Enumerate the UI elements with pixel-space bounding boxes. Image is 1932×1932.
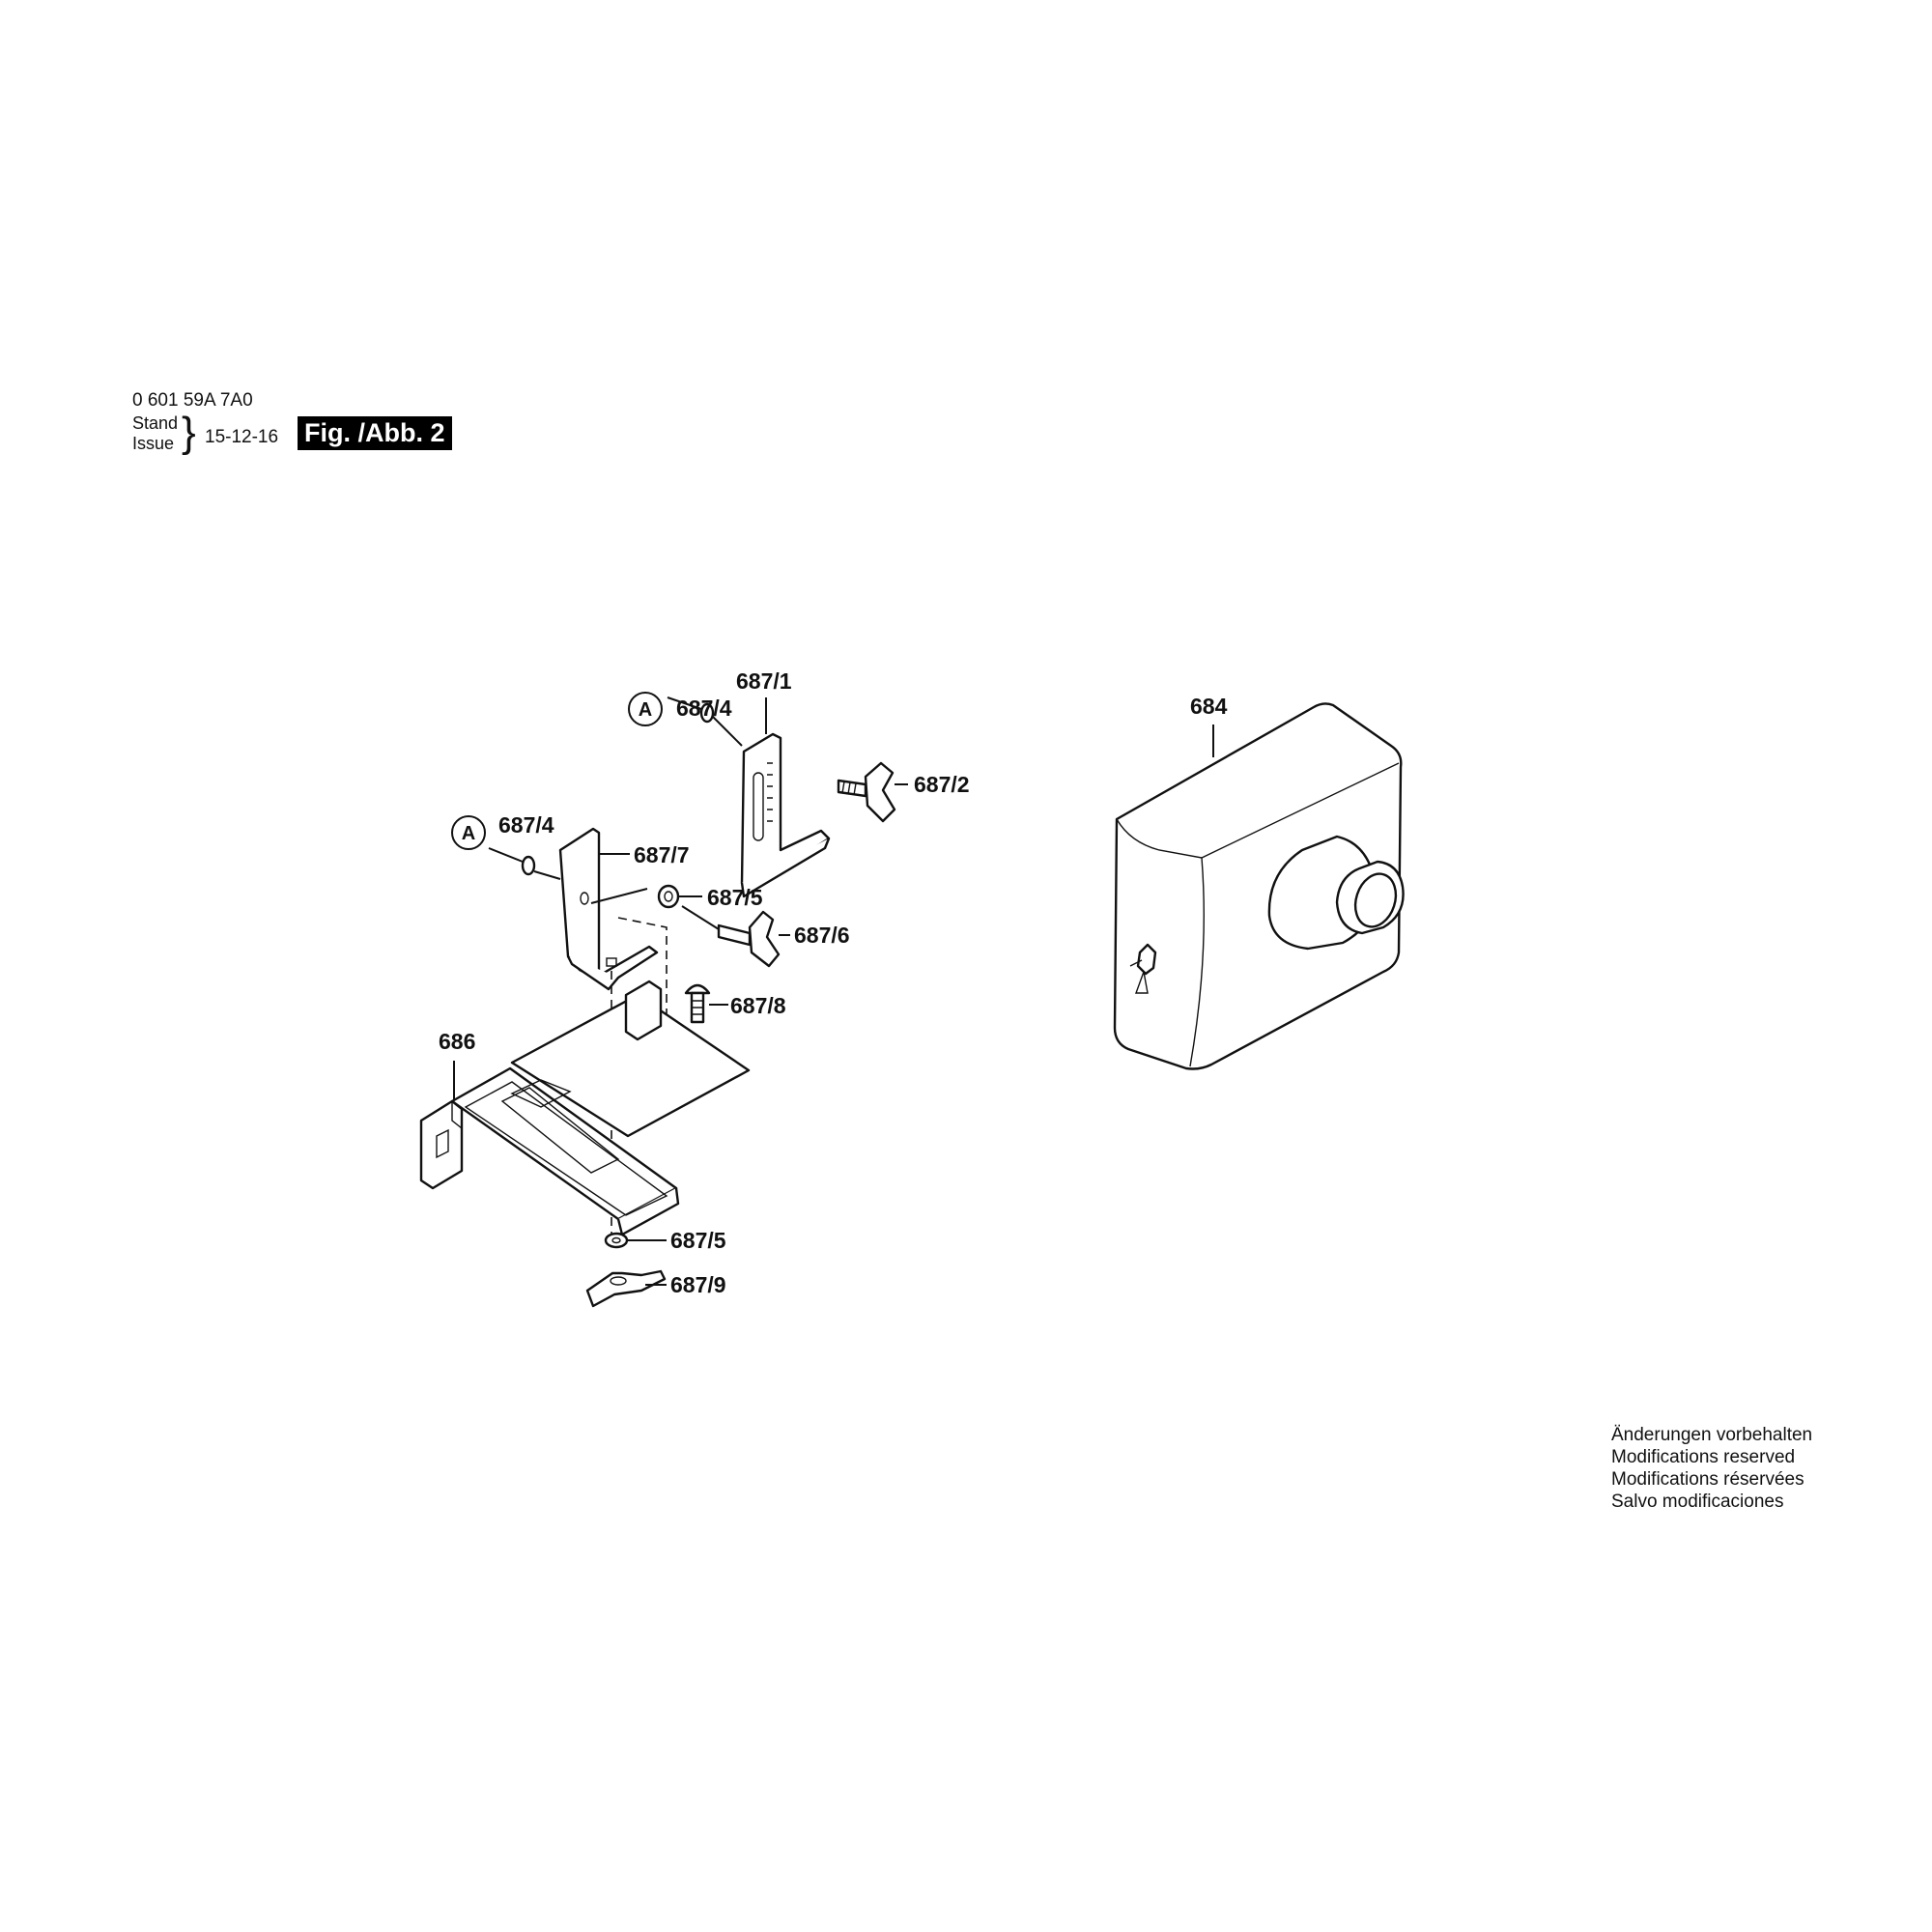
ref-a-top: A (628, 692, 663, 726)
note-en: Modifications reserved (1611, 1447, 1796, 1467)
part-687-5-washer-bottom (604, 1232, 629, 1249)
label-687-5-top: 687/5 (707, 885, 763, 910)
part-687-7-bracket (558, 827, 659, 991)
figure-badge: Fig. /Abb. 2 (298, 416, 452, 450)
document-number: 0 601 59A 7A0 (132, 390, 253, 411)
issue-label: Issue (132, 434, 175, 453)
label-687-2: 687/2 (914, 772, 970, 797)
label-686: 686 (439, 1029, 475, 1054)
note-de: Änderungen vorbehalten (1611, 1425, 1813, 1445)
part-687-4-ring-mid (521, 855, 536, 876)
issue-date: 15-12-16 (205, 427, 279, 447)
part-687-8-carriage-bolt (684, 983, 711, 1024)
part-686-base-rail (419, 980, 751, 1236)
label-687-6: 687/6 (794, 923, 850, 948)
note-es: Salvo modificaciones (1611, 1492, 1784, 1512)
brace-icon: } (182, 409, 196, 456)
part-687-1-bracket (740, 732, 831, 898)
label-687-5-bottom: 687/5 (670, 1228, 726, 1253)
label-684: 684 (1190, 694, 1228, 719)
part-687-4-ring-top (699, 702, 715, 724)
label-687-4-top: 687/4 (676, 696, 732, 721)
svg-text:A: A (462, 823, 475, 844)
label-687-7: 687/7 (634, 842, 690, 867)
label-687-9: 687/9 (670, 1272, 726, 1297)
label-687-1: 687/1 (736, 668, 792, 694)
part-687-6-wing-screw (717, 910, 781, 968)
note-fr: Modifications réservées (1611, 1469, 1804, 1490)
modification-notes: Änderungen vorbehalten Modifications res… (1611, 1424, 1812, 1513)
stand-label: Stand (132, 413, 179, 433)
ref-a-mid: A (451, 815, 486, 850)
label-687-8: 687/8 (730, 993, 786, 1018)
part-687-2-wing-screw (837, 761, 896, 823)
part-687-5-washer-top (657, 884, 680, 909)
label-687-4-mid: 687/4 (498, 812, 554, 838)
part-687-9-wing-nut (585, 1269, 667, 1308)
svg-text:A: A (639, 699, 652, 721)
part-684-dust-bag (1113, 702, 1405, 1070)
